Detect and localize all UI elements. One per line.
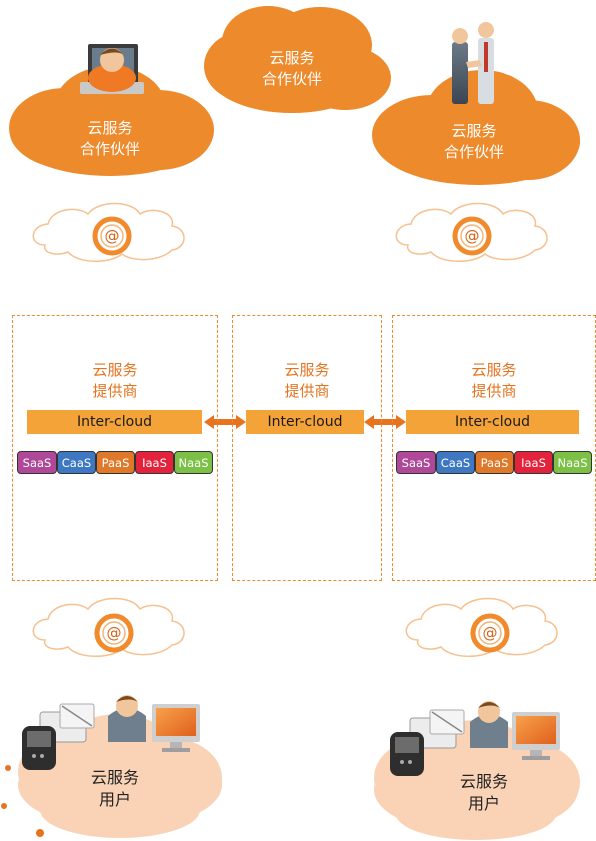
service-paas-left: PaaS [96,451,135,474]
partner-cloud-right [372,70,580,185]
service-paas-right: PaaS [475,451,514,474]
partner-label-left-line2: 合作伙伴 [79,140,140,158]
at-ring-bottom-right [470,613,510,653]
service-caas-right: CaaS [436,451,475,474]
user-label-right: 云服务 用户 [424,771,544,815]
user-label-left: 云服务 用户 [55,767,175,811]
partner-label-center-line2: 合作伙伴 [261,70,322,88]
arrow-center-right [364,415,406,429]
provider-box-left [12,315,218,581]
provider-label-right-line2: 提供商 [471,382,517,400]
partner-label-right-line1: 云服务 [451,122,497,140]
provider-label-center-line2: 提供商 [284,382,330,400]
at-symbol-top-right: @ [464,227,480,245]
intercloud-bar-left: Inter-cloud [27,410,202,434]
at-ring-top-left [92,216,132,256]
service-iaas-left: IaaS [135,451,174,474]
service-naas-left: NaaS [174,451,213,474]
handshake-icon [452,22,494,104]
at-ring-top-right [452,216,492,256]
user-label-left-line1: 云服务 [90,768,139,787]
provider-label-left-line2: 提供商 [92,382,138,400]
provider-label-left-line1: 云服务 [92,361,138,379]
partner-cloud-center [204,6,391,113]
service-iaas-right: IaaS [514,451,553,474]
partner-label-left-line1: 云服务 [87,119,133,137]
service-saas-right: SaaS [396,451,436,474]
at-symbol-top-left: @ [104,227,120,245]
partner-label-center-line1: 云服务 [269,49,315,67]
service-naas-right: NaaS [553,451,592,474]
at-symbol-bottom-right: @ [482,624,498,642]
partner-label-center: 云服务 合作伙伴 [232,48,352,90]
provider-label-center: 云服务 提供商 [247,360,367,402]
user-devices-right-icon [390,701,560,776]
provider-label-right: 云服务 提供商 [434,360,554,402]
user-label-right-line1: 云服务 [459,772,508,791]
at-ring-bottom-left [94,613,134,653]
partner-label-right-line2: 合作伙伴 [443,143,504,161]
partner-label-left: 云服务 合作伙伴 [50,118,170,160]
provider-label-center-line1: 云服务 [284,361,330,379]
user-devices-left-icon [22,695,200,770]
service-caas-left: CaaS [57,451,96,474]
provider-box-right [392,315,596,581]
user-label-right-line2: 用户 [467,794,500,813]
intercloud-bar-right: Inter-cloud [406,410,579,434]
person-computer-icon [80,44,144,94]
intercloud-bar-center: Inter-cloud [246,410,364,434]
user-cloud-right [374,720,580,840]
provider-box-center [232,315,382,581]
arrow-left-center [204,415,246,429]
partner-label-right: 云服务 合作伙伴 [414,121,534,163]
provider-label-right-line1: 云服务 [471,361,517,379]
provider-label-left: 云服务 提供商 [55,360,175,402]
user-label-left-line2: 用户 [98,790,131,809]
decorative-dots [1,765,44,837]
service-saas-left: SaaS [17,451,57,474]
at-symbol-bottom-left: @ [106,624,122,642]
